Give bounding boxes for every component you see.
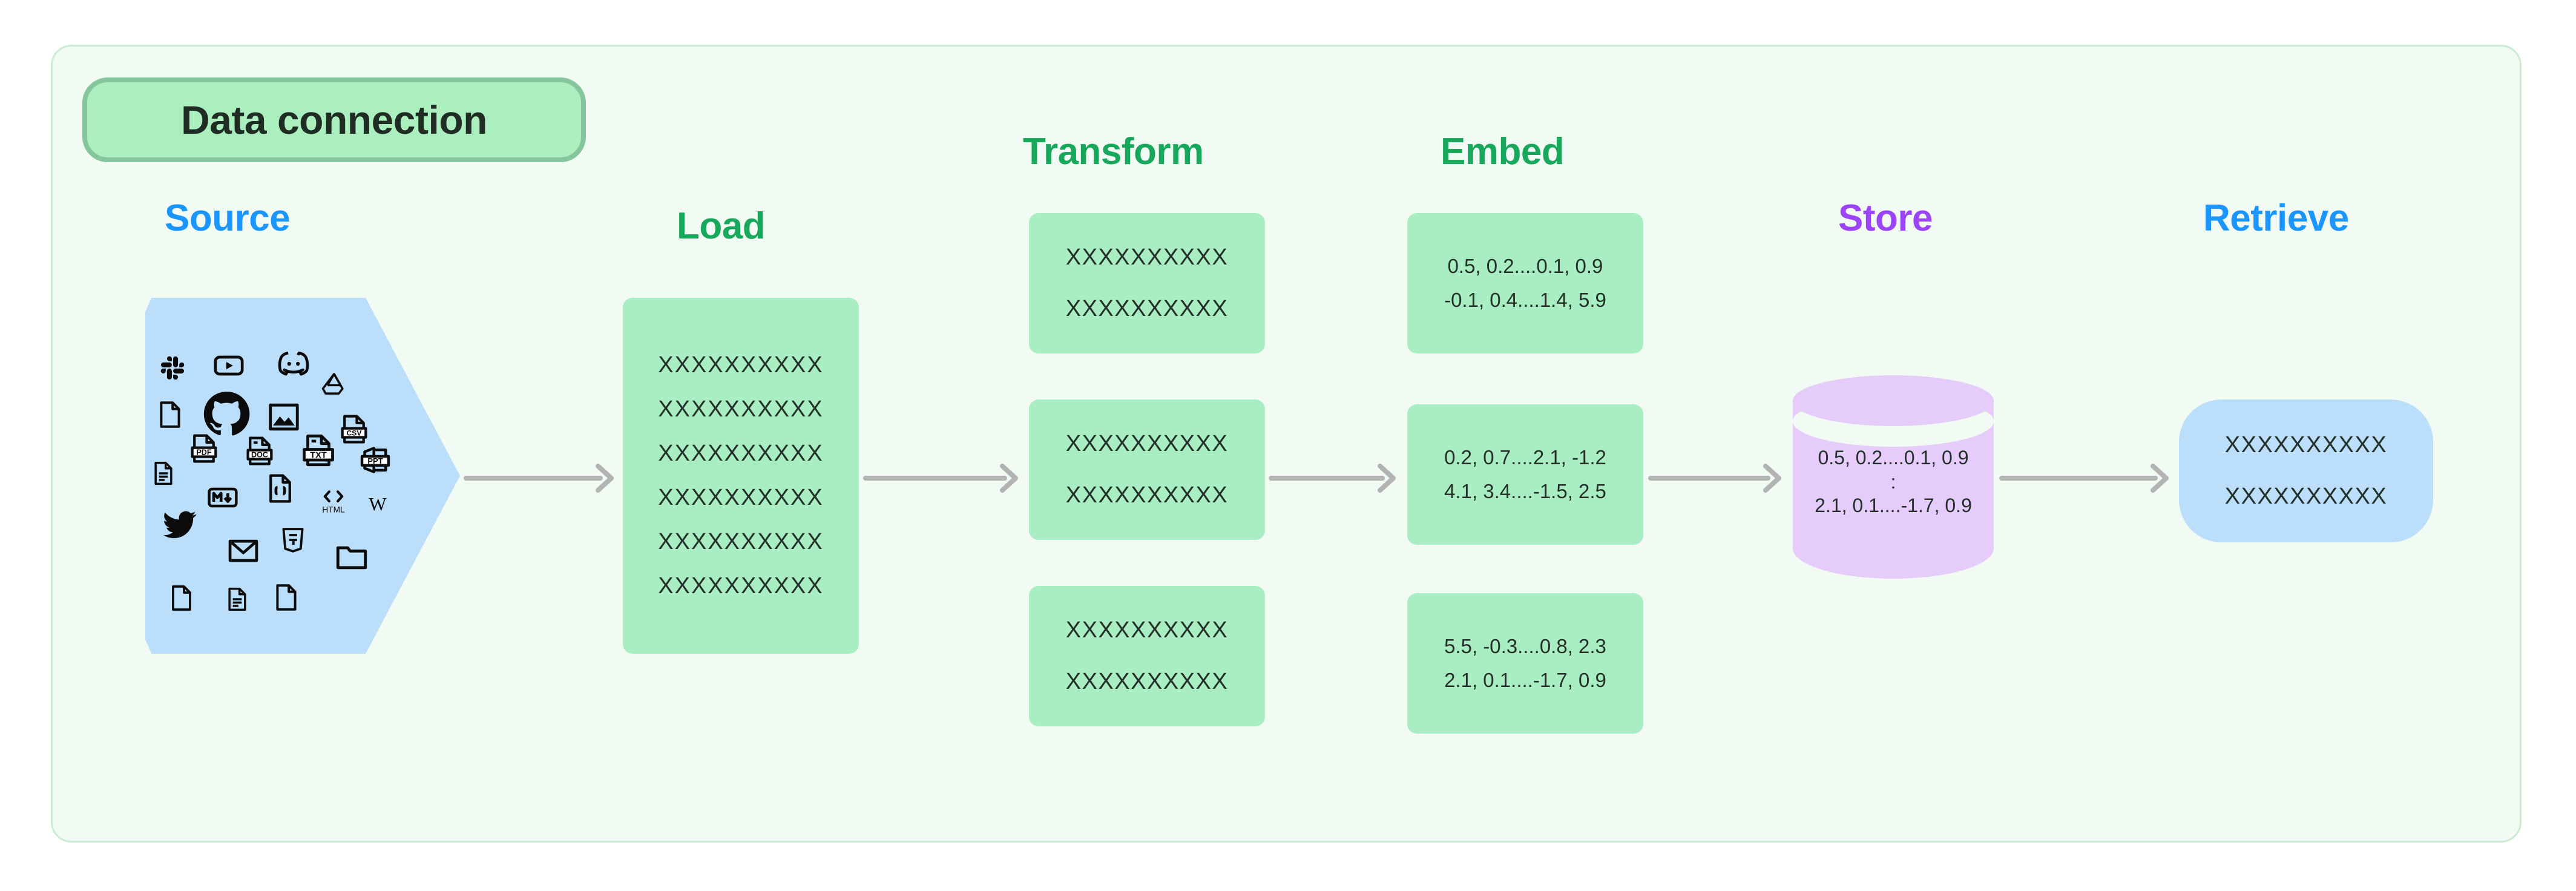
transform-box: XXXXXXXXXX XXXXXXXXXX [1029, 213, 1265, 353]
badge-label: Data connection [181, 97, 487, 142]
embed-box: 5.5, -0.3....0.8, 2.3 2.1, 0.1....-1.7, … [1407, 593, 1643, 734]
source-shape: CSV PDF [145, 298, 460, 654]
arrow-embed-to-store [1648, 460, 1785, 496]
load-row: XXXXXXXXXX [658, 573, 824, 599]
json-file-icon [264, 472, 297, 505]
source-icon-cloud: CSV PDF [145, 298, 460, 654]
csv-file-icon: CSV [338, 413, 370, 446]
data-connection-panel [51, 45, 2522, 843]
email-icon [226, 534, 260, 568]
embed-box: 0.5, 0.2....0.1, 0.9 -0.1, 0.4....1.4, 5… [1407, 213, 1643, 353]
transform-row: XXXXXXXXXX [1065, 296, 1229, 321]
discord-icon [276, 346, 311, 381]
transform-row: XXXXXXXXXX [1065, 669, 1229, 694]
retrieve-row: XXXXXXXXXX [2224, 484, 2388, 509]
embed-row: 0.2, 0.7....2.1, -1.2 [1444, 446, 1606, 469]
image-icon [266, 399, 301, 435]
svg-text:DOC: DOC [251, 450, 268, 459]
embed-row: 2.1, 0.1....-1.7, 0.9 [1444, 669, 1606, 691]
load-row: XXXXXXXXXX [658, 396, 824, 422]
retrieve-box: XXXXXXXXXX XXXXXXXXXX [2179, 399, 2433, 542]
transform-box: XXXXXXXXXX XXXXXXXXXX [1029, 586, 1265, 726]
load-row: XXXXXXXXXX [658, 441, 824, 466]
embed-row: 4.1, 3.4....-1.5, 2.5 [1444, 480, 1606, 502]
cylinder-text: 0.5, 0.2....0.1, 0.9 : 2.1, 0.1....-1.7,… [1793, 447, 1994, 517]
txt-file-icon: TXT [300, 432, 337, 469]
heading-store: Store [1838, 197, 1933, 239]
arrow-store-to-retrieve [1999, 460, 2172, 496]
markdown-icon [206, 481, 240, 515]
wikipedia-icon: W [364, 490, 391, 517]
folder-icon [334, 539, 369, 574]
transform-row: XXXXXXXXXX [1065, 617, 1229, 643]
heading-transform: Transform [1023, 131, 1204, 173]
heading-source: Source [165, 197, 291, 239]
google-drive-icon [321, 370, 347, 397]
doc-file-icon: DOC [243, 435, 276, 467]
file-blank-icon-3 [271, 582, 301, 613]
file-lines-icon [150, 460, 177, 487]
file-lines-icon-2 [224, 586, 251, 613]
transform-box: XXXXXXXXXX XXXXXXXXXX [1029, 399, 1265, 540]
file-blank-icon-2 [167, 584, 196, 613]
load-row: XXXXXXXXXX [658, 529, 824, 554]
svg-text:HTML: HTML [322, 505, 345, 515]
transform-row: XXXXXXXXXX [1065, 245, 1229, 270]
heading-retrieve: Retrieve [2203, 197, 2349, 239]
load-row: XXXXXXXXXX [658, 352, 824, 378]
heading-embed: Embed [1441, 131, 1565, 173]
transform-row: XXXXXXXXXX [1065, 431, 1229, 456]
embed-row: -0.1, 0.4....1.4, 5.9 [1444, 289, 1606, 311]
svg-text:TXT: TXT [310, 450, 327, 460]
youtube-icon [212, 349, 246, 383]
embed-row: 0.5, 0.2....0.1, 0.9 [1447, 255, 1603, 277]
css3-icon [278, 525, 307, 554]
store-cylinder: 0.5, 0.2....0.1, 0.9 : 2.1, 0.1....-1.7,… [1793, 375, 1994, 579]
svg-text:PDF: PDF [196, 448, 211, 456]
cylinder-top-ellipse [1793, 375, 1994, 426]
transform-row: XXXXXXXXXX [1065, 482, 1229, 508]
store-row: 2.1, 0.1....-1.7, 0.9 [1815, 495, 1972, 517]
load-box: XXXXXXXXXX XXXXXXXXXX XXXXXXXXXX XXXXXXX… [623, 298, 859, 654]
slack-icon [160, 353, 188, 381]
github-icon [201, 389, 252, 439]
twitter-icon [161, 506, 199, 544]
svg-text:PPT: PPT [367, 456, 383, 465]
embed-box: 0.2, 0.7....2.1, -1.2 4.1, 3.4....-1.5, … [1407, 404, 1643, 545]
load-row: XXXXXXXXXX [658, 485, 824, 510]
svg-text:W: W [369, 493, 387, 515]
pdf-file-icon: PDF [188, 432, 220, 465]
data-connection-badge: Data connection [82, 77, 586, 162]
store-row: 0.5, 0.2....0.1, 0.9 [1818, 447, 1969, 469]
store-row-separator: : [1890, 471, 1896, 493]
arrow-load-to-transform [863, 460, 1022, 496]
heading-load: Load [677, 205, 766, 247]
embed-row: 5.5, -0.3....0.8, 2.3 [1444, 635, 1606, 657]
arrow-source-to-load [464, 460, 617, 496]
arrow-transform-to-embed [1269, 460, 1399, 496]
file-blank-icon [155, 399, 185, 430]
html-icon: HTML [317, 487, 350, 516]
svg-text:CSV: CSV [347, 429, 363, 437]
retrieve-row: XXXXXXXXXX [2224, 432, 2388, 458]
ppt-file-icon: PPT [358, 443, 392, 477]
